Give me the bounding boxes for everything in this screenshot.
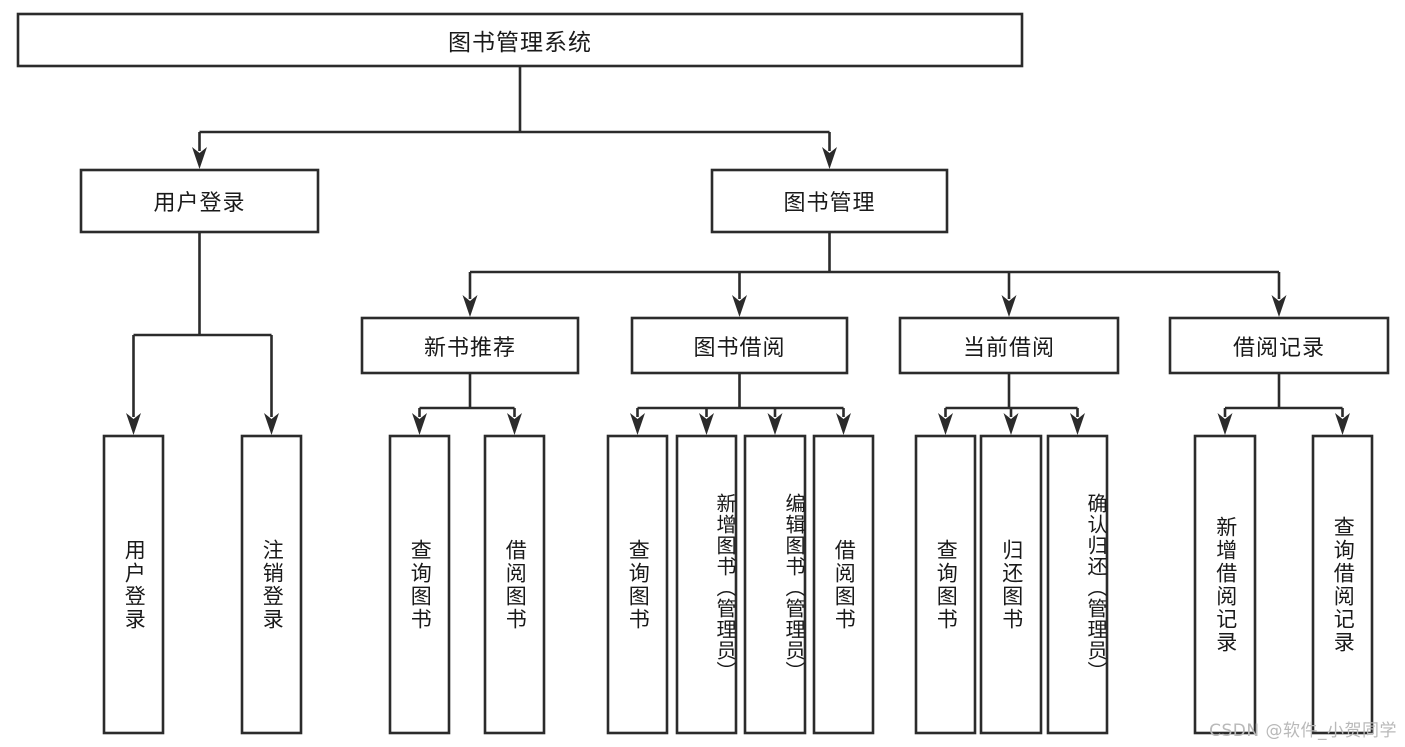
node-box-leaf-borrow-add-book[interactable] bbox=[675, 434, 738, 735]
node-box-leaf-rec-add-record[interactable] bbox=[1193, 434, 1257, 735]
arrow-head-current-borrow bbox=[1001, 295, 1017, 317]
arrow-head-borrow-record bbox=[1271, 295, 1287, 317]
arrow-head-leaf-user-logout bbox=[264, 413, 279, 435]
node-box-book-manage[interactable] bbox=[710, 168, 949, 234]
node-box-user-login[interactable] bbox=[79, 168, 320, 234]
node-box-new-book-rec[interactable] bbox=[360, 316, 580, 375]
arrow-head-leaf-borrow-add-book bbox=[699, 413, 714, 435]
node-box-leaf-rec-query-record[interactable] bbox=[1311, 434, 1374, 735]
node-box-root[interactable] bbox=[16, 12, 1024, 68]
arrow-head-user-login bbox=[192, 147, 207, 169]
arrow-head-leaf-user-login bbox=[126, 413, 141, 435]
arrow-head-leaf-cur-confirm-return bbox=[1070, 413, 1085, 435]
node-box-current-borrow[interactable] bbox=[898, 316, 1120, 375]
arrow-head-book-borrow bbox=[732, 295, 747, 317]
node-box-leaf-user-logout[interactable] bbox=[240, 434, 303, 735]
node-box-leaf-borrow-query-book[interactable] bbox=[606, 434, 669, 735]
arrow-head-leaf-rec-add-record bbox=[1217, 413, 1233, 435]
arrow-head-book-manage bbox=[822, 147, 837, 169]
node-box-leaf-rec-query-book[interactable] bbox=[388, 434, 451, 735]
node-box-leaf-rec-borrow-book[interactable] bbox=[483, 434, 546, 735]
arrow-head-new-book-rec bbox=[462, 295, 478, 317]
arrow-head-leaf-cur-return-book bbox=[1003, 413, 1019, 435]
node-box-leaf-cur-confirm-return[interactable] bbox=[1046, 434, 1109, 735]
node-box-leaf-cur-query-book[interactable] bbox=[914, 434, 977, 735]
arrow-head-leaf-borrow-lend-book bbox=[836, 413, 851, 435]
node-box-leaf-borrow-lend-book[interactable] bbox=[812, 434, 875, 735]
node-box-leaf-user-login[interactable] bbox=[102, 434, 165, 735]
arrow-head-leaf-rec-query-record bbox=[1335, 413, 1350, 435]
arrow-head-leaf-rec-borrow-book bbox=[507, 413, 522, 435]
arrow-head-leaf-rec-query-book bbox=[412, 413, 427, 435]
arrow-head-leaf-borrow-edit-book bbox=[767, 413, 783, 435]
arrow-head-leaf-borrow-query-book bbox=[630, 413, 645, 435]
node-box-leaf-cur-return-book[interactable] bbox=[979, 434, 1043, 735]
node-box-borrow-record[interactable] bbox=[1168, 316, 1390, 375]
node-box-book-borrow[interactable] bbox=[630, 316, 849, 375]
arrow-head-leaf-cur-query-book bbox=[938, 413, 953, 435]
node-box-leaf-borrow-edit-book[interactable] bbox=[743, 434, 807, 735]
